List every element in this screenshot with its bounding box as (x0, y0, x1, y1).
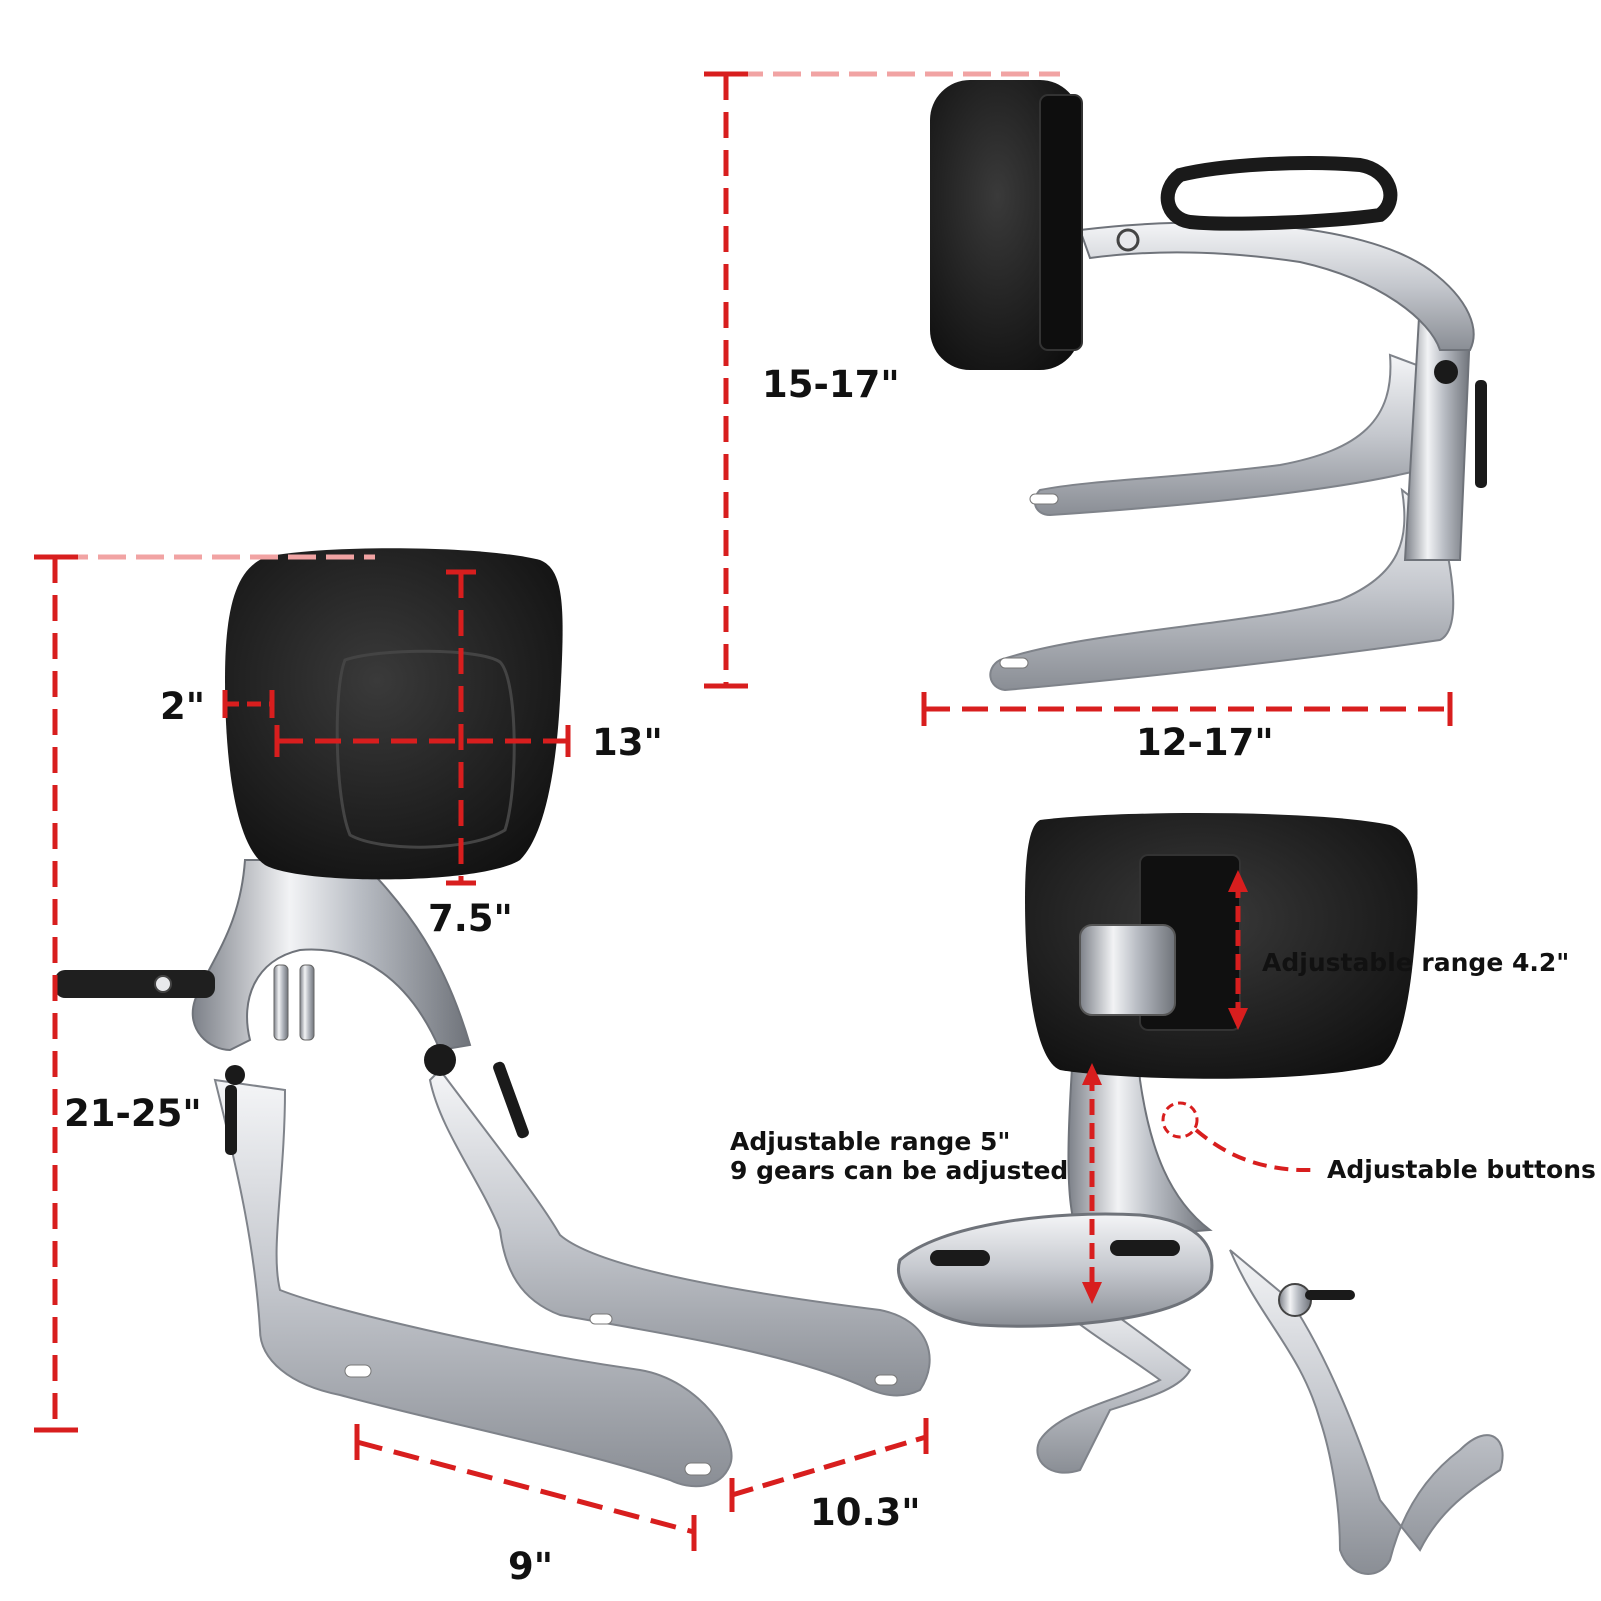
side-bolt-1 (1116, 228, 1140, 252)
slot-2 (999, 657, 1029, 669)
front-slot-4 (874, 1374, 898, 1386)
front-arch (191, 859, 472, 1052)
front-knob-left (225, 1065, 245, 1085)
label-pad-height: 7.5" (428, 897, 513, 940)
rear-clamp (1079, 924, 1176, 1016)
label-top-width: 12-17" (1136, 721, 1274, 764)
rear-lever (1305, 1290, 1355, 1300)
dim-pad-range-arrow-top (1228, 870, 1248, 892)
label-top-height: 15-17" (762, 363, 900, 406)
buttons-callout-circle (1161, 1101, 1199, 1139)
rear-left-plate (1036, 1289, 1192, 1474)
rear-rack-grip-1 (930, 1250, 990, 1266)
rear-right-plate (1229, 1249, 1504, 1575)
slot-1 (1029, 493, 1059, 505)
label-base-depth: 10.3" (810, 1491, 921, 1534)
front-backrest-pad (225, 548, 563, 880)
front-view (55, 548, 931, 1488)
side-luggage-rack (1160, 156, 1398, 231)
label-left-total-height: 21-25" (64, 1092, 202, 1135)
callout-stem-range-line1: Adjustable range 5" (730, 1127, 1011, 1156)
front-knob-right (424, 1044, 456, 1076)
buttons-callout-leader (1194, 1128, 1318, 1172)
rear-view (897, 813, 1504, 1575)
label-base-width: 9" (508, 1545, 554, 1588)
callout-buttons: Adjustable buttons (1327, 1155, 1596, 1184)
front-spring-1 (273, 964, 289, 1041)
front-spring-2 (299, 964, 315, 1041)
rear-rack-grip-2 (1110, 1240, 1180, 1256)
top-side-view (930, 80, 1487, 692)
front-left-leg (213, 1078, 733, 1488)
callout-pad-range: Adjustable range 4.2" (1262, 948, 1570, 977)
front-pad-inset (335, 649, 516, 849)
dim-base-width (356, 1439, 695, 1535)
label-pad-width: 13" (592, 721, 663, 764)
front-slot-3 (589, 1313, 613, 1325)
dim-stem-range-arrow-bottom (1082, 1282, 1102, 1304)
front-right-leg (428, 1068, 931, 1397)
front-luggage-rack (55, 970, 215, 998)
side-lower-plate (989, 487, 1455, 692)
side-bolt-2 (1434, 360, 1458, 384)
front-lever-left (225, 1085, 237, 1155)
front-slot-1 (344, 1364, 372, 1378)
front-rack-bolt (154, 975, 172, 993)
front-lever-right (493, 1061, 529, 1139)
side-pad-mount (1039, 94, 1083, 351)
dim-stem-range-arrow-top (1082, 1063, 1102, 1085)
dim-base-depth (731, 1434, 927, 1498)
label-pad-thickness: 2" (160, 685, 206, 728)
dim-pad-range-arrow-bottom (1228, 1008, 1248, 1030)
rear-luggage-rack (897, 1212, 1214, 1328)
rear-pivot (1278, 1283, 1312, 1317)
front-slot-2 (684, 1462, 712, 1476)
callout-stem-range-line2: 9 gears can be adjusted (730, 1156, 1069, 1185)
side-lever (1475, 380, 1487, 488)
dimension-lines (34, 71, 1453, 1551)
side-upper-plate (1033, 353, 1438, 517)
